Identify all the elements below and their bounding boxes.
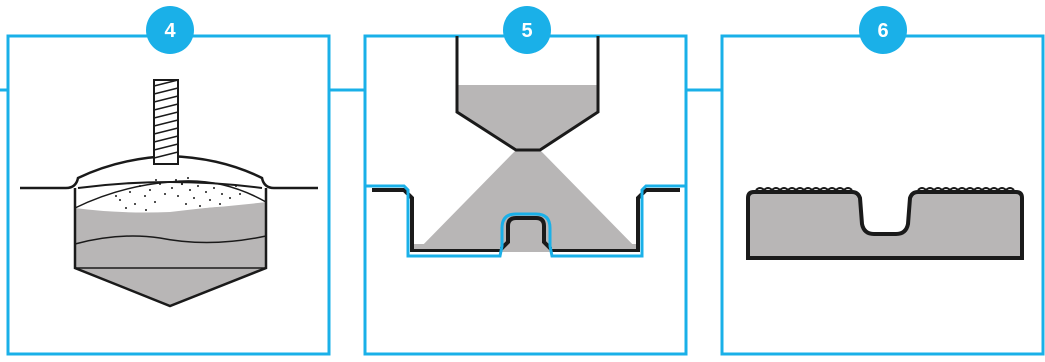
step-badge-6: 6	[859, 6, 907, 54]
step-badge-4: 4	[146, 6, 194, 54]
step-panel-5: 5	[363, 6, 688, 356]
step-number-6: 6	[877, 20, 888, 42]
step-number-4: 4	[164, 20, 176, 42]
step-panel-4: 4	[6, 6, 331, 356]
auger-feeding-powder-into-vessel-icon	[20, 79, 318, 308]
molded-part-icon	[746, 187, 1024, 260]
hopper-filling-mold-icon	[365, 36, 686, 258]
step-panel-6: 6	[720, 6, 1045, 356]
step-badge-5: 5	[503, 6, 551, 54]
step-number-5: 5	[521, 20, 532, 42]
